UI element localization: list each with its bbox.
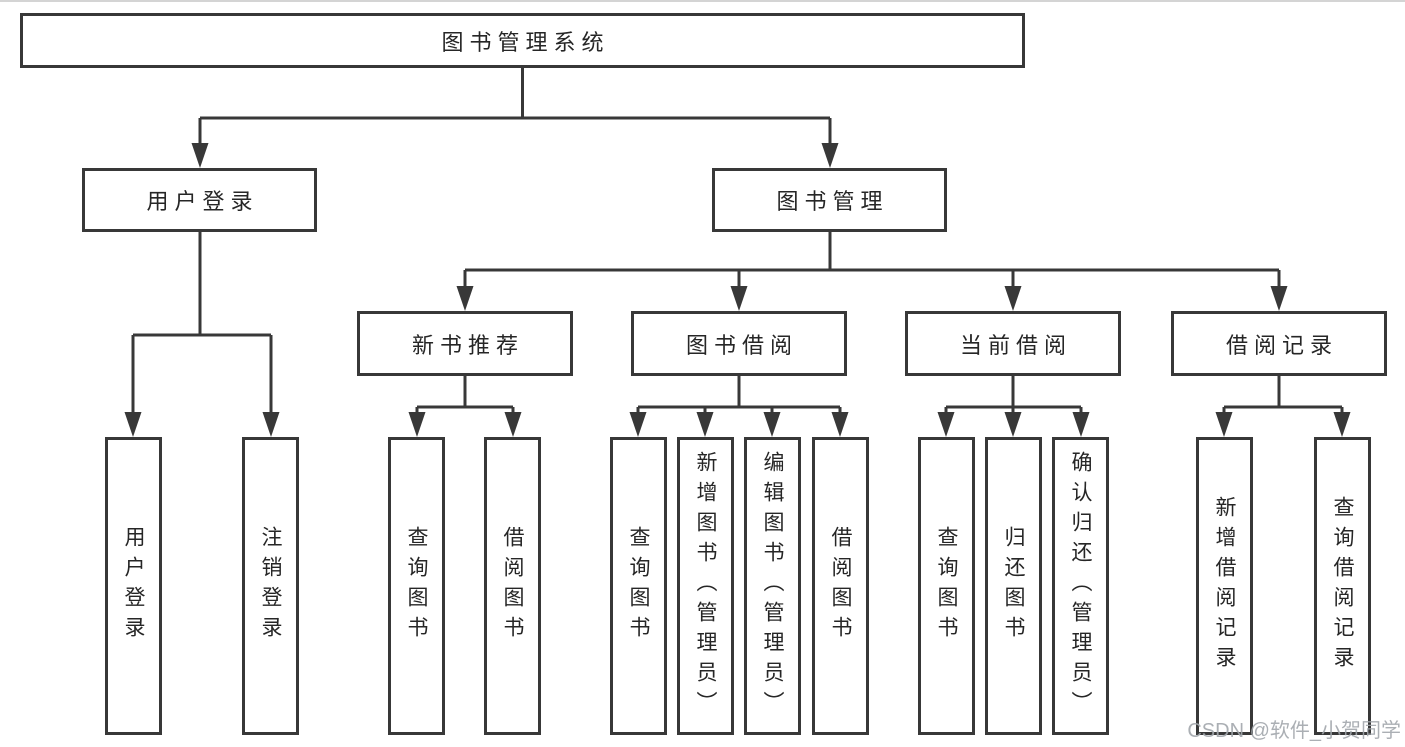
leaf-query-books-current-label: 查询图书: [935, 526, 958, 646]
leaf-add-books-admin-label: 新增图书（管理员）: [694, 451, 717, 721]
leaf-logout: 注销登录: [242, 437, 299, 735]
leaf-user-login-label: 用户登录: [122, 526, 145, 646]
node-user-login-label: 用户登录: [146, 189, 259, 214]
leaf-edit-books-admin-label: 编辑图书（管理员）: [761, 451, 784, 721]
leaf-add-books-admin: 新增图书（管理员）: [677, 437, 734, 735]
node-book-management: 图书管理: [712, 168, 947, 232]
leaf-confirm-return-admin: 确认归还（管理员）: [1052, 437, 1109, 735]
node-borrowing-records-label: 借阅记录: [1225, 332, 1338, 358]
leaf-confirm-return-admin-label: 确认归还（管理员）: [1069, 451, 1092, 721]
leaf-borrow-books-recommend: 借阅图书: [484, 437, 541, 735]
node-borrowing-records: 借阅记录: [1171, 311, 1387, 376]
leaf-add-borrow-record-label: 新增借阅记录: [1213, 496, 1236, 676]
leaf-add-borrow-record: 新增借阅记录: [1196, 437, 1253, 735]
leaf-borrow-books-label: 借阅图书: [829, 526, 852, 646]
leaf-borrow-books-recommend-label: 借阅图书: [501, 526, 524, 646]
leaf-query-books-recommend: 查询图书: [388, 437, 445, 735]
leaf-query-borrow-record: 查询借阅记录: [1314, 437, 1371, 735]
leaf-user-login: 用户登录: [105, 437, 162, 735]
leaf-query-books-borrow: 查询图书: [610, 437, 667, 735]
node-user-login: 用户登录: [82, 168, 317, 232]
node-book-management-label: 图书管理: [776, 189, 889, 214]
leaf-edit-books-admin: 编辑图书（管理员）: [744, 437, 801, 735]
leaf-query-borrow-record-label: 查询借阅记录: [1331, 496, 1354, 676]
node-current-borrowing: 当前借阅: [905, 311, 1121, 376]
node-book-borrowing-label: 图书借阅: [685, 332, 798, 358]
node-current-borrowing-label: 当前借阅: [959, 332, 1072, 358]
leaf-query-books-recommend-label: 查询图书: [405, 526, 428, 646]
leaf-return-books-label: 归还图书: [1002, 526, 1025, 646]
node-root: 图书管理系统: [20, 13, 1025, 68]
leaf-borrow-books: 借阅图书: [812, 437, 869, 735]
node-root-label: 图书管理系统: [441, 29, 610, 55]
leaf-query-books-current: 查询图书: [918, 437, 975, 735]
top-border-line: [0, 0, 1405, 2]
watermark: CSDN @软件_小贺同学: [1187, 720, 1401, 742]
node-new-book-recommendation-label: 新书推荐: [411, 332, 524, 358]
node-book-borrowing: 图书借阅: [631, 311, 847, 376]
leaf-query-books-borrow-label: 查询图书: [627, 526, 650, 646]
leaf-return-books: 归还图书: [985, 437, 1042, 735]
leaf-logout-label: 注销登录: [259, 526, 282, 646]
node-new-book-recommendation: 新书推荐: [357, 311, 573, 376]
